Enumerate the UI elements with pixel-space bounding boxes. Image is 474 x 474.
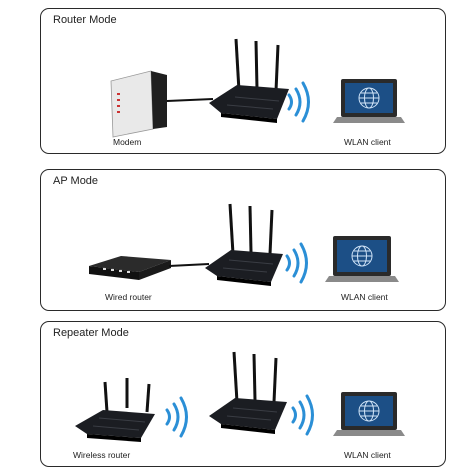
wifi-signal-icon [285, 242, 308, 284]
panel-title: Router Mode [53, 14, 117, 26]
left-device-label: Wireless router [73, 450, 131, 460]
left-device-label: Modem [113, 137, 142, 147]
repeater-mode-diagram [75, 351, 405, 442]
laptop-icon [333, 79, 405, 123]
globe-icon [358, 400, 380, 422]
globe-icon [358, 87, 380, 109]
wifi-signal-icon [287, 81, 310, 123]
router-icon [205, 203, 283, 286]
client-label: WLAN client [341, 292, 388, 302]
cable [166, 98, 214, 102]
panel-title: AP Mode [53, 175, 99, 187]
wireless-router-icon [75, 378, 155, 442]
wifi-signal-icon [165, 396, 188, 438]
wired-router-icon [89, 256, 171, 280]
router-icon [209, 351, 287, 434]
ap-mode-diagram [89, 203, 399, 286]
client-label: WLAN client [344, 137, 391, 147]
router-mode-panel: Router Mode [40, 8, 446, 154]
client-label: WLAN client [344, 450, 391, 460]
laptop-icon [325, 236, 399, 282]
laptop-icon [333, 392, 405, 436]
wifi-signal-icon [291, 394, 314, 436]
globe-icon [351, 245, 373, 267]
router-icon [209, 38, 289, 123]
panel-title: Repeater Mode [53, 327, 129, 339]
repeater-mode-panel: Repeater Mode [40, 321, 446, 467]
router-mode-diagram [110, 38, 405, 138]
cable [168, 263, 210, 267]
left-device-label: Wired router [105, 292, 152, 302]
ap-mode-panel: AP Mode [40, 169, 446, 311]
modem-icon [110, 70, 167, 138]
